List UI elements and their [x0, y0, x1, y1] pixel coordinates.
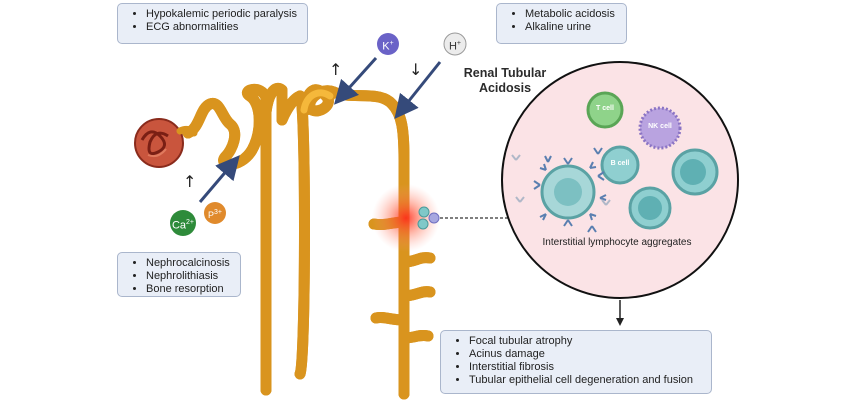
calcium-arrow	[198, 155, 240, 203]
finding-item: Interstitial fibrosis	[469, 361, 701, 374]
potassium-increase-arrow: ↑	[329, 60, 343, 79]
hypokalemia-effects-box: Hypokalemic periodic paralysis ECG abnor…	[117, 3, 308, 44]
potassium-arrow	[333, 56, 378, 105]
finding-item: Acinus damage	[469, 348, 701, 361]
t-cell-label: T cell	[596, 105, 614, 112]
effect-item: Hypokalemic periodic paralysis	[146, 8, 297, 21]
calcium-effects-box: Nephrocalcinosis Nephrolithiasis Bone re…	[117, 252, 241, 297]
inflammation-focus	[372, 184, 440, 252]
diagram-title: Renal Tubular Acidosis	[463, 66, 547, 95]
effect-item: Bone resorption	[146, 283, 230, 296]
calcium-ion	[170, 210, 196, 236]
finding-item: Tubular epithelial cell degeneration and…	[469, 374, 701, 387]
glomerulus	[134, 118, 198, 168]
effect-item: Nephrolithiasis	[146, 270, 230, 283]
acidosis-effects-box: Metabolic acidosis Alkaline urine	[496, 3, 627, 44]
inset-caption: Interstitial lymphocyte aggregates	[542, 237, 692, 248]
finding-item: Focal tubular atrophy	[469, 335, 701, 348]
calcium-label: Ca2+	[171, 219, 195, 232]
phosphate-ion	[204, 202, 226, 224]
b-cell-label: B cell	[610, 160, 630, 167]
effect-item: Alkaline urine	[525, 21, 616, 34]
potassium-ion	[377, 33, 399, 55]
hydrogen-decrease-arrow: ↓	[409, 60, 423, 79]
calcium-increase-arrow: ↑	[183, 172, 197, 191]
effect-item: ECG abnormalities	[146, 21, 297, 34]
effect-item: Metabolic acidosis	[525, 8, 616, 21]
lymphocyte-inset	[501, 61, 739, 299]
lymphocyte-cluster	[417, 206, 440, 230]
hydrogen-ion	[443, 32, 467, 56]
hydrogen-arrow	[394, 61, 442, 120]
phosphate-label: P3+	[208, 209, 222, 220]
potassium-label: K+	[382, 40, 394, 53]
hydrogen-label: H+	[448, 40, 462, 53]
nk-cell-label: NK cell	[648, 123, 672, 130]
histology-findings-box: Focal tubular atrophy Acinus damage Inte…	[440, 330, 712, 394]
effect-item: Nephrocalcinosis	[146, 257, 230, 270]
